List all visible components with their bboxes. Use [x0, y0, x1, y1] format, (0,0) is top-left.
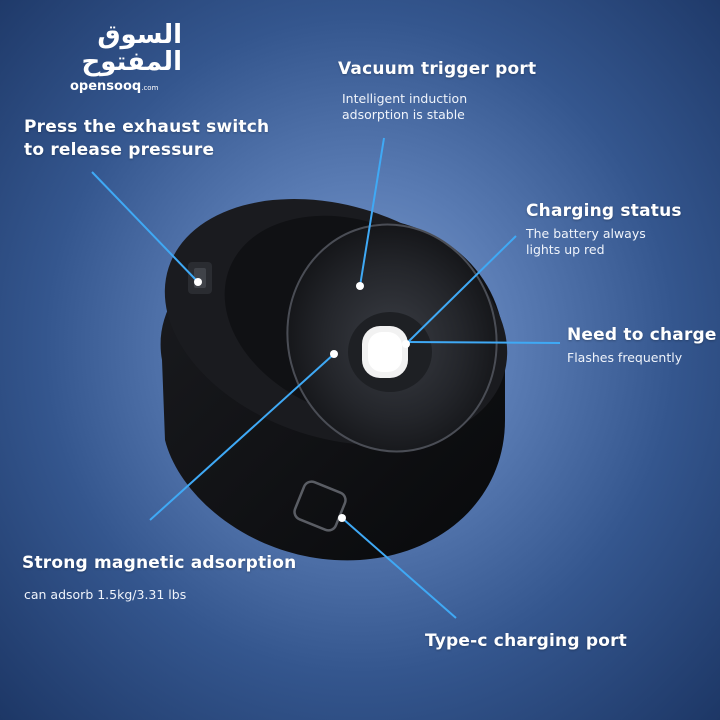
line-vacuum	[359, 137, 385, 287]
logo-domain: .com	[141, 83, 159, 92]
line-charging-status	[405, 235, 517, 345]
dot-charging-status	[402, 340, 410, 348]
logo-arabic: السوق المفتوح	[81, 20, 182, 78]
callout-title: Charging status	[526, 201, 682, 221]
dot-typec	[338, 514, 346, 522]
callout-vacuum-trigger: Vacuum trigger port Intelligent inductio…	[338, 58, 536, 124]
description-line: can adsorb 1.5kg/3.31 lbs	[24, 586, 187, 602]
description-line: adsorption is stable	[342, 107, 465, 123]
line-need-charge	[405, 341, 561, 344]
callout-description: can adsorb 1.5kg/3.31 lbs	[24, 587, 297, 604]
opensooq-logo: السوق المفتوح opensooq.com	[22, 20, 182, 94]
line-exhaust	[91, 171, 199, 283]
line-magnetic	[149, 353, 335, 521]
callout-magnetic: Strong magnetic adsorption can adsorb 1.…	[22, 552, 297, 603]
callout-title-line: to release pressure	[24, 139, 215, 160]
description-line: lights up red	[526, 242, 605, 258]
callout-typec: Type-c charging port	[425, 630, 627, 653]
callout-charging-status: Charging status The battery always light…	[526, 200, 682, 259]
logo-latin: opensooq.com	[22, 79, 182, 94]
line-typec	[341, 517, 457, 619]
type-c-port	[293, 480, 347, 532]
vacuum-trigger-port	[362, 326, 408, 378]
callout-title: Vacuum trigger port	[338, 59, 537, 79]
callout-exhaust-switch: Press the exhaust switch to release pres…	[24, 116, 269, 162]
description-line: Intelligent induction	[342, 90, 468, 106]
callout-title: Strong magnetic adsorption	[22, 553, 297, 573]
description-line: Flashes frequently	[567, 349, 683, 365]
callout-description: The battery always lights up red	[526, 226, 682, 259]
callout-title: Type-c charging port	[425, 631, 627, 651]
callout-description: Intelligent induction adsorption is stab…	[342, 91, 536, 124]
dot-magnetic	[330, 350, 338, 358]
dot-exhaust	[194, 278, 202, 286]
callout-description: Flashes frequently	[567, 350, 717, 367]
logo-latin-name: opensooq	[70, 78, 142, 94]
callout-title: Need to charge	[567, 325, 717, 345]
callout-title-line: Press the exhaust switch	[24, 117, 270, 137]
dot-vacuum	[356, 282, 364, 290]
description-line: The battery always	[526, 225, 646, 241]
callout-need-charge: Need to charge Flashes frequently	[567, 324, 717, 366]
